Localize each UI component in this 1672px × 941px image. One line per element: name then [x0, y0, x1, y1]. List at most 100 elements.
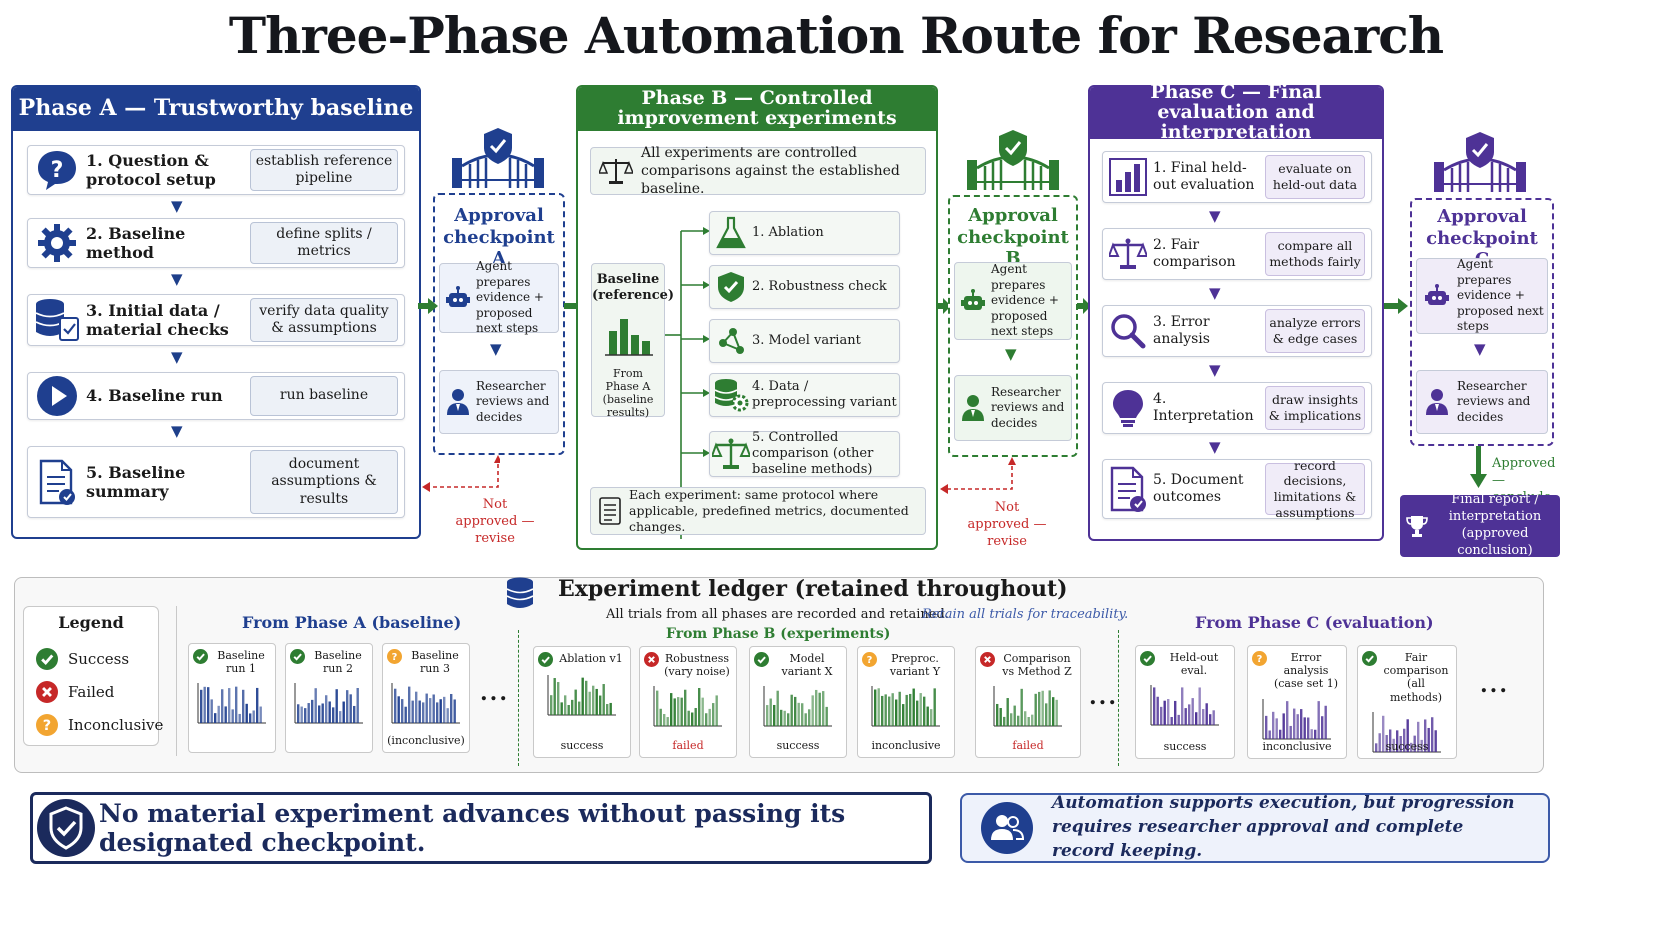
- svg-text:?: ?: [43, 718, 51, 734]
- phase-c-step: 3. Error analysis analyze errors & edge …: [1102, 305, 1372, 357]
- phase-c-header: Phase C — Final evaluation and interpret…: [1090, 82, 1382, 142]
- phase-a-step-label: 4. Baseline run: [86, 386, 223, 406]
- database-gear-icon: [710, 378, 752, 412]
- ledger-database-icon: [503, 576, 537, 614]
- ledger-card: Baseline run 2: [285, 643, 373, 753]
- phase-a-step: 4. Baseline run run baseline: [27, 372, 405, 420]
- phase-b-footer-text: Each experiment: same protocol where app…: [629, 486, 909, 535]
- group-divider-2: [1118, 630, 1119, 766]
- baseline-reference-title: Baseline (reference): [592, 272, 675, 304]
- baseline-reference-box: Baseline (reference) From Phase A (basel…: [591, 263, 675, 419]
- lightbulb-icon: [1103, 388, 1153, 428]
- phase-a-step: ? 1. Question & protocol setup establish…: [27, 145, 405, 195]
- checkpoint-a-researcher: Researcher reviews and decides: [439, 370, 559, 434]
- ledger-card: ? Error analysis (case set 1) inconclusi…: [1247, 645, 1347, 759]
- phase-a-step-label: 5. Baseline summary: [86, 462, 186, 501]
- shield-check-icon: [33, 798, 99, 858]
- phase-a-step: 2. Baseline method define splits / metri…: [27, 218, 405, 268]
- success-icon: [1362, 651, 1377, 666]
- ledger-card-caption: inconclusive: [871, 739, 941, 752]
- researcher-icon: [1417, 387, 1457, 417]
- legend-item: Failed: [36, 681, 146, 703]
- document-icon: [1103, 466, 1153, 512]
- phase-c-step: 4. Interpretation draw insights & implic…: [1102, 382, 1372, 434]
- checkpoint-a-title: Approval checkpoint A: [443, 205, 555, 270]
- ledger-card-label: Baseline run 3: [411, 649, 459, 676]
- checkpoint-b-researcher-text: Researcher reviews and decides: [991, 384, 1065, 430]
- legend-divider: [176, 606, 177, 756]
- ledger-card-chart: [750, 682, 846, 730]
- ledger-card-chart: [976, 682, 1080, 730]
- ellipsis-b: ...: [1089, 684, 1118, 710]
- ledger-card: Comparison vs Method Z failed: [975, 646, 1081, 758]
- inconclusive-icon: ?: [1252, 651, 1267, 666]
- arrow-down: ▼: [1209, 361, 1221, 379]
- checkpoint-banner: No material experiment advances without …: [30, 792, 932, 864]
- phase-b-intro-text: All experiments are controlled compariso…: [641, 144, 900, 198]
- group-b-title: From Phase B (experiments): [666, 626, 891, 642]
- revise-arrow-b: [940, 457, 1016, 494]
- phase-c-step-label: 3. Error analysis: [1153, 313, 1210, 348]
- phase-b-experiment-label: 4. Data / preprocessing variant: [752, 378, 897, 410]
- ledger-title: Experiment ledger (retained throughout): [558, 576, 1068, 602]
- ledger-card-label: Baseline run 1: [217, 649, 265, 676]
- svg-text:?: ?: [51, 158, 64, 183]
- flask-icon: [710, 216, 752, 250]
- baseline-bar-icon: [605, 318, 653, 356]
- ledger-card-label: Held-out eval.: [1169, 651, 1219, 678]
- trophy-icon: [1400, 514, 1434, 538]
- arrow-down: ▼: [490, 340, 502, 358]
- ledger-card-chart: [286, 679, 372, 727]
- phase-c-step: 2. Fair comparison compare all methods f…: [1102, 228, 1372, 280]
- success-icon: [754, 652, 769, 667]
- phase-b-experiment-label: 5. Controlled comparison (other baseline…: [752, 429, 874, 478]
- arrow-down: ▼: [1209, 284, 1221, 302]
- phase-b-experiment: 1. Ablation: [709, 211, 900, 255]
- phase-a-header: Phase A — Trustworthy baseline: [13, 87, 419, 131]
- phase-c-step-tag: evaluate on held-out data: [1265, 155, 1365, 199]
- ledger-card-chart: [1358, 708, 1456, 756]
- checkpoint-b-title: Approval checkpoint B: [957, 205, 1069, 270]
- phase-a-step-tag: establish reference pipeline: [250, 149, 398, 191]
- researcher-icon: [440, 387, 476, 417]
- phase-c-step-label: 2. Fair comparison: [1153, 236, 1236, 271]
- phase-a-panel: Phase A — Trustworthy baseline ? 1. Ques…: [11, 85, 421, 539]
- automation-banner-text: Automation supports execution, but progr…: [1052, 793, 1515, 861]
- arrow-down: ▼: [1474, 340, 1486, 358]
- phase-a-step-tag: define splits / metrics: [250, 222, 398, 264]
- checkpoint-c-researcher: Researcher reviews and decides: [1416, 370, 1548, 434]
- ledger-card-chart: [858, 682, 954, 730]
- phase-b-experiment-label: 2. Robustness check: [752, 278, 887, 294]
- bar-chart-icon: [1103, 158, 1153, 196]
- phase-a-step-label: 2. Baseline method: [86, 223, 186, 262]
- gate-shield-icon: [965, 126, 1061, 196]
- ledger-card-caption: failed: [1012, 739, 1044, 752]
- ledger-card: Fair comparison (all methods) success: [1357, 645, 1457, 759]
- failed-icon: [36, 681, 58, 703]
- phase-a-step-label: 1. Question & protocol setup: [86, 150, 216, 189]
- failed-icon: [644, 652, 659, 667]
- checkpoint-b-agent-text: Agent prepares evidence + proposed next …: [991, 262, 1059, 339]
- ledger-card-chart: [383, 679, 469, 727]
- phase-b-panel: Phase B — Controlled improvement experim…: [576, 85, 938, 550]
- inconclusive-icon: ?: [36, 714, 58, 736]
- legend-item-label: Success: [68, 650, 130, 668]
- final-report-text: Final report / interpretation (approved …: [1448, 492, 1542, 558]
- phase-c-step: 5. Document outcomes record decisions, l…: [1102, 458, 1372, 520]
- ledger-card-label: Robustness (vary noise): [664, 652, 730, 679]
- checkpoint-a-researcher-text: Researcher reviews and decides: [476, 378, 550, 424]
- arrow-down: ▼: [171, 422, 183, 440]
- phase-c-step-tag: draw insights & implications: [1265, 386, 1365, 430]
- phase-b-experiment-label: 3. Model variant: [752, 332, 861, 348]
- phase-a-step: 3. Initial data / material checks verify…: [27, 294, 405, 346]
- svg-text:?: ?: [1257, 654, 1263, 665]
- ledger-card-chart: [1136, 681, 1234, 729]
- phase-b-experiment: 4. Data / preprocessing variant: [709, 373, 900, 417]
- arrow-down: ▼: [171, 270, 183, 288]
- svg-text:?: ?: [867, 655, 873, 666]
- users-icon: [962, 801, 1052, 855]
- success-icon: [193, 649, 208, 664]
- phase-c-step-label: 5. Document outcomes: [1153, 471, 1244, 506]
- ledger-card: Model variant X success: [749, 646, 847, 758]
- approved-arrow: [1470, 446, 1487, 488]
